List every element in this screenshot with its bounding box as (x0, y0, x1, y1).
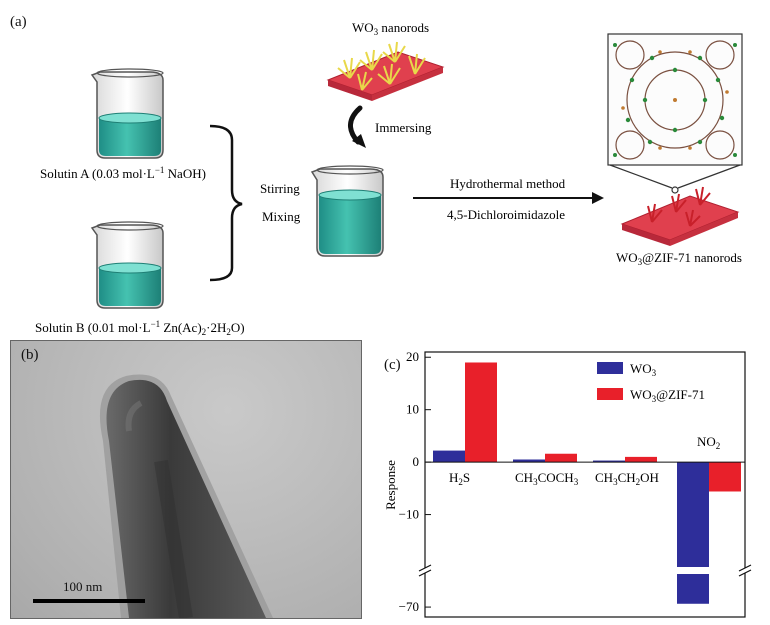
beaker-b (90, 221, 164, 309)
bar-CH3CH2OH-0 (593, 460, 625, 463)
mixing-bracket (209, 124, 243, 282)
break-tick (738, 564, 752, 572)
nanorod-micrograph (99, 374, 273, 620)
legend-swatch-wo3-zif71 (597, 388, 623, 400)
y-tick-label: −10 (399, 507, 419, 522)
hydrothermal-label: Hydrothermal method (450, 176, 566, 191)
legend-swatch-wo3 (597, 362, 623, 374)
legend: WO3 WO3@ZIF-71 (597, 361, 705, 404)
y-tick-label: −70 (399, 599, 419, 614)
bar-CH3COCH3-1 (545, 453, 577, 463)
reagent-label: 4,5-Dichloroimidazole (447, 207, 565, 222)
product-substrate (620, 186, 740, 246)
break-tick (418, 569, 432, 577)
panel-c-label: (c) (384, 357, 401, 373)
break-gap-right (739, 568, 751, 573)
x-category-label: NO2 (697, 434, 720, 451)
break-tick (418, 564, 432, 572)
scale-bar (33, 599, 145, 603)
bar-CH3CH2OH-1 (625, 456, 657, 463)
beaker-a (90, 68, 164, 159)
panel-a-label: (a) (10, 14, 27, 30)
hydrothermal-arrow (413, 192, 604, 204)
break-gap-left (419, 568, 431, 573)
mixing-label: Mixing (262, 209, 301, 224)
bar-NO2-0-lower (677, 574, 709, 604)
break-tick (738, 569, 752, 577)
legend-label-wo3: WO3 (630, 361, 657, 378)
tem-image: (b) 100 nm (10, 340, 362, 620)
beaker-mixed (310, 165, 384, 257)
x-category-label: CH3CH2OH (595, 470, 659, 487)
zoom-cone (609, 164, 741, 194)
bar-H2S-1 (465, 362, 497, 463)
immersing-arrow (348, 105, 366, 148)
panel-b-label: (b) (21, 347, 39, 363)
x-category-label: H2S (449, 470, 470, 487)
wo3-nanorods-label: WO3 nanorods (352, 20, 429, 37)
panel-a-diagram: WO3 nanorods Solutin A (0.03 mol·L−1 NaO… (35, 20, 743, 335)
solution-a-label: Solutin A (0.03 mol·L−1 NaOH) (40, 165, 206, 181)
response-bar-chart: 20 10 0 −10 −70 H2S CH3COCH3 CH3CH2OH NO2 Respo… (383, 349, 752, 618)
bar-NO2-1 (709, 462, 741, 492)
zif71-structure-inset (607, 33, 743, 166)
product-label: WO3@ZIF-71 nanorods (616, 250, 742, 267)
y-axis-label: Response (383, 460, 398, 510)
wo3-substrate-top (326, 41, 445, 101)
y-tick-label: 10 (406, 402, 419, 417)
solution-b-label: Solutin B (0.01 mol·L−1 Zn(Ac)2·2H2O) (35, 319, 245, 335)
break-gap (675, 568, 747, 573)
immersing-label: Immersing (375, 120, 432, 135)
y-tick-label: 20 (406, 349, 419, 364)
legend-label-wo3-zif71: WO3@ZIF-71 (630, 387, 705, 404)
y-tick-label: 0 (413, 454, 420, 469)
bar-NO2-0 (677, 462, 709, 567)
bar-H2S-0 (433, 450, 465, 463)
stirring-label: Stirring (260, 181, 300, 196)
plot-frame (424, 351, 746, 618)
bar-CH3COCH3-0 (513, 459, 545, 463)
scale-bar-label: 100 nm (63, 579, 103, 594)
x-category-label: CH3COCH3 (515, 470, 579, 487)
axis-break (418, 564, 752, 577)
